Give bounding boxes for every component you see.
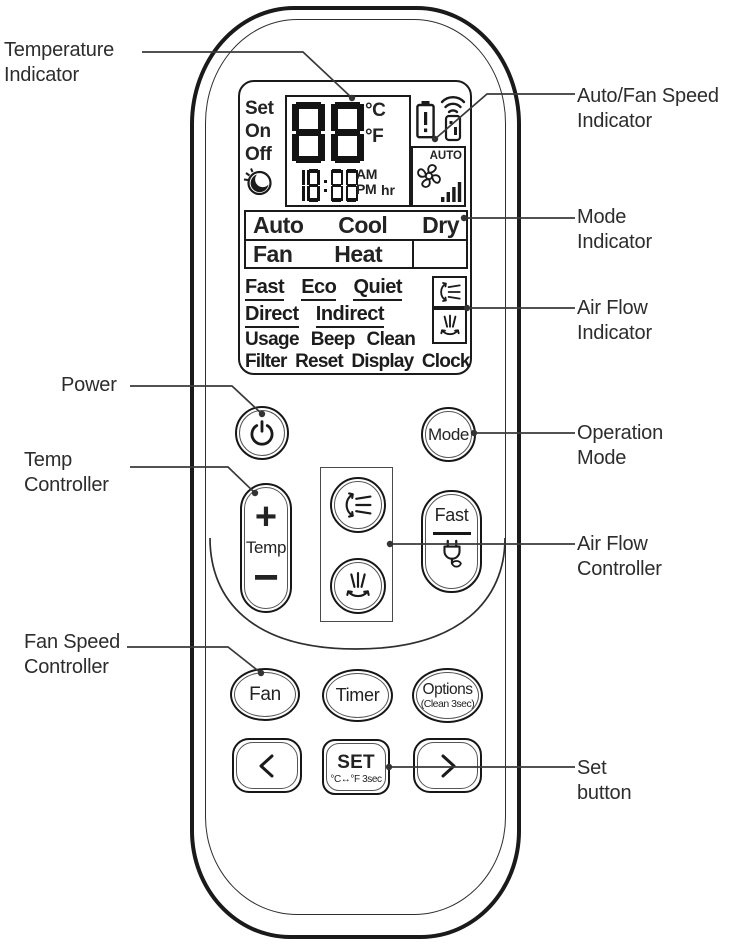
am-indicator: AM — [356, 166, 378, 182]
callout-air-flow-controller: Air Flow Controller — [577, 533, 662, 580]
display-panel: Set On Off °C °F AM PM hr — [238, 80, 472, 375]
callout-set-button: Set button — [577, 757, 632, 804]
fan-speed-bars-icon — [441, 182, 462, 202]
mode-auto: Auto — [253, 212, 304, 238]
off-indicator: Off — [245, 144, 272, 165]
fahrenheit-unit: °F — [365, 126, 384, 147]
mode-row-2: Fan Heat — [246, 241, 466, 268]
mode-dry: Dry — [422, 212, 459, 238]
feature-row-1: Fast Eco Quiet — [245, 276, 414, 301]
mode-row-1: Auto Cool Dry — [246, 212, 466, 241]
feature-row-3: Usage Beep Clean — [245, 329, 422, 351]
mode-cool: Cool — [338, 212, 388, 238]
power-icon — [250, 420, 274, 446]
feature-reset: Reset — [295, 351, 344, 372]
fan-button-label: Fan — [249, 683, 281, 705]
temperature-units: °C °F — [365, 98, 386, 150]
callout-fan-speed-controller: Fan Speed Controller — [24, 631, 121, 678]
set-indicator: Set — [245, 98, 274, 119]
airflow-horizontal-swing-icon — [345, 492, 372, 518]
pm-indicator: PM — [356, 180, 377, 197]
airflow-horizontal-swing-icon — [439, 282, 461, 302]
next-button[interactable] — [413, 738, 482, 793]
callout-auto-fan-speed-indicator: Auto/Fan Speed Indicator — [577, 85, 719, 132]
callout-temperature-indicator: Temperature Indicator — [4, 39, 115, 86]
temp-plus[interactable]: + — [254, 496, 278, 538]
mode-heat: Heat — [334, 241, 383, 267]
callout-air-flow-indicator: Air Flow Indicator — [577, 297, 652, 344]
options-button-label: Options — [422, 681, 473, 698]
feature-filter: Filter — [245, 351, 287, 372]
fast-button[interactable]: Fast — [421, 490, 482, 593]
temp-minus[interactable]: − — [253, 553, 279, 602]
previous-button[interactable] — [232, 738, 302, 793]
mode-fan: Fan — [253, 241, 293, 267]
set-button-label: SET — [337, 751, 375, 773]
good-sleep-icon — [243, 168, 272, 196]
feature-fast: Fast — [245, 276, 285, 301]
options-button-sublabel: (Clean 3sec) — [420, 698, 475, 710]
fan-auto-label: AUTO — [429, 150, 462, 162]
airflow-vertical-button[interactable] — [330, 558, 386, 614]
eco-plug-icon — [442, 539, 462, 568]
fan-speed-button[interactable]: Fan — [230, 668, 300, 721]
temp-controller-button[interactable]: + Temp − — [240, 483, 292, 613]
airflow-horizontal-button[interactable] — [330, 477, 386, 533]
callout-temp-controller: Temp Controller — [24, 449, 109, 496]
airflow-vertical-swing-icon — [346, 572, 370, 598]
chevron-right-icon — [441, 754, 455, 777]
feature-eco: Eco — [301, 276, 337, 301]
battery-alert-icon — [416, 101, 435, 139]
feature-beep: Beep — [310, 329, 356, 350]
chevron-left-icon — [259, 754, 274, 777]
time-value — [292, 169, 361, 202]
feature-indirect: Indirect — [315, 303, 385, 328]
mode-button-label: Mode — [428, 424, 469, 444]
set-button[interactable]: SET °C↔°F 3sec — [322, 739, 390, 795]
fan-speed-display-box: AUTO — [411, 146, 466, 207]
celsius-unit: °C — [365, 100, 386, 121]
feature-row-4: Filter Reset Display Clock — [245, 351, 474, 373]
on-indicator: On — [245, 121, 271, 142]
feature-clean: Clean — [366, 329, 416, 350]
feature-quiet: Quiet — [353, 276, 403, 301]
callout-operation-mode: Operation Mode — [577, 422, 664, 469]
airflow-vertical-swing-icon — [439, 314, 460, 336]
remote-signal-icon — [440, 96, 466, 142]
display-status-labels: Set On Off — [245, 97, 274, 166]
temperature-value — [292, 102, 364, 163]
temperature-display-box: °C °F AM PM hr — [285, 95, 411, 207]
callout-power: Power — [61, 374, 117, 396]
fast-button-label: Fast — [434, 505, 469, 525]
callout-mode-indicator: Mode Indicator — [577, 206, 652, 253]
airflow-indicator-vertical-box — [432, 308, 467, 344]
options-button[interactable]: Options (Clean 3sec) — [412, 668, 483, 723]
feature-display: Display — [351, 351, 414, 372]
fan-blades-icon — [417, 164, 441, 188]
feature-direct: Direct — [245, 303, 299, 328]
airflow-indicator-horizontal-box — [432, 276, 467, 308]
power-button[interactable] — [235, 406, 289, 460]
feature-row-2: Direct Indirect — [245, 303, 396, 328]
feature-clock: Clock — [421, 351, 471, 372]
hour-suffix: hr — [381, 182, 395, 198]
mode-indicator-box: Auto Cool Dry Fan Heat — [244, 210, 468, 269]
mode-button[interactable]: Mode — [421, 407, 476, 462]
feature-usage: Usage — [245, 329, 300, 350]
timer-button[interactable]: Timer — [322, 669, 393, 722]
meridiem-indicators: AM PM — [356, 167, 377, 196]
set-button-sublabel: °C↔°F 3sec — [330, 773, 382, 785]
timer-button-label: Timer — [335, 685, 380, 705]
fast-button-divider — [432, 532, 471, 535]
